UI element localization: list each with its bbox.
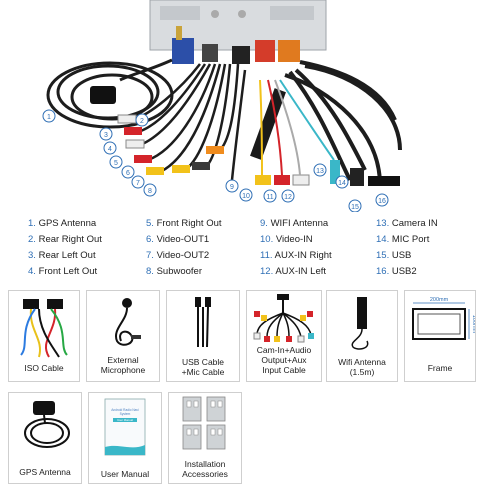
connector-legend: 1. GPS Antenna 2. Rear Right Out 3. Rear… <box>0 214 484 277</box>
frame-icon: 200mm 100mm <box>412 297 475 340</box>
card-frame: 200mm 100mm Frame <box>404 290 476 382</box>
callout-13: 13 <box>316 168 324 175</box>
callout-7: 7 <box>136 180 140 187</box>
brackets-icon <box>182 396 226 450</box>
callout-5: 5 <box>114 160 118 167</box>
microphone-icon <box>115 298 141 346</box>
callout-1: 1 <box>47 114 51 121</box>
manual-title-line2: System <box>120 412 131 416</box>
card-gps-antenna: GPS Antenna <box>8 392 82 484</box>
card-caption: Frame <box>427 363 453 373</box>
callout-16: 16 <box>378 198 386 205</box>
legend-item: 3. Rear Left Out <box>28 250 96 261</box>
card-wifi-antenna: Wifi Antenna(1.5m) <box>326 290 398 382</box>
legend-item: 4. Front Left Out <box>28 266 98 277</box>
callout-6: 6 <box>126 170 130 177</box>
card-user-manual: Android Radio Navi System User Manual Us… <box>88 392 162 484</box>
legend-item: 7. Video-OUT2 <box>146 250 210 261</box>
legend-item: 1. GPS Antenna <box>28 218 97 229</box>
callout-11: 11 <box>266 194 273 201</box>
card-usb-mic-cable: USB Cable+Mic Cable <box>166 290 240 382</box>
legend-item: 13. Camera IN <box>376 218 438 229</box>
callout-15: 15 <box>351 204 359 211</box>
legend-item: 10. Video-IN <box>260 234 313 245</box>
card-caption: ISO Cable <box>24 363 64 373</box>
callout-14: 14 <box>338 180 346 187</box>
callout-2: 2 <box>140 118 144 125</box>
card-caption: Wifi Antenna(1.5m) <box>338 357 386 377</box>
usb-cable-icon <box>195 297 211 348</box>
legend-item: 9. WIFI Antenna <box>260 218 329 229</box>
legend-item: 6. Video-OUT1 <box>146 234 210 245</box>
manual-icon: Android Radio Navi System User Manual <box>104 398 146 456</box>
card-caption: User Manual <box>100 469 150 479</box>
legend-item: 8. Subwoofer <box>146 266 202 277</box>
wifi-antenna-icon <box>351 297 369 350</box>
card-iso-cable: ISO Cable <box>8 290 80 382</box>
callout-10: 10 <box>242 193 250 200</box>
callout-8: 8 <box>148 188 152 195</box>
legend-item: 14. MIC Port <box>376 234 430 245</box>
wifi-antenna-bar <box>250 88 286 160</box>
legend-item: 11. AUX-IN Right <box>260 250 332 261</box>
frame-width-label: 200mm <box>430 297 449 303</box>
iso-cable-icon <box>20 299 68 358</box>
gps-antenna-icon <box>24 401 70 448</box>
legend-item: 2. Rear Right Out <box>28 234 102 245</box>
frame-height-label: 100mm <box>471 315 475 334</box>
callout-4: 4 <box>108 146 112 153</box>
legend-item: 16. USB2 <box>376 266 417 277</box>
gps-antenna-puck <box>90 86 116 104</box>
callout-labels: 1 2 3 4 5 6 7 8 9 10 11 12 13 14 15 16 <box>42 109 389 212</box>
legend-item: 15. USB <box>376 250 412 261</box>
rca-plugs-right <box>255 160 400 186</box>
rca-cable-icon <box>253 294 314 343</box>
callout-3: 3 <box>104 132 108 139</box>
callout-12: 12 <box>284 194 292 201</box>
cable-connection-photo: 1 2 3 4 5 6 7 8 9 10 11 12 13 14 15 16 <box>42 0 402 212</box>
card-caption: USB Cable+Mic Cable <box>181 357 225 377</box>
manual-title-line1: Android Radio Navi <box>111 408 139 412</box>
callout-9: 9 <box>230 184 234 191</box>
card-caption: GPS Antenna <box>19 467 71 477</box>
legend-item: 12. AUX-IN Left <box>260 266 327 277</box>
manual-title-line3: User Manual <box>117 418 133 422</box>
rca-plugs-left <box>117 114 224 175</box>
legend-item: 5. Front Right Out <box>146 218 222 229</box>
